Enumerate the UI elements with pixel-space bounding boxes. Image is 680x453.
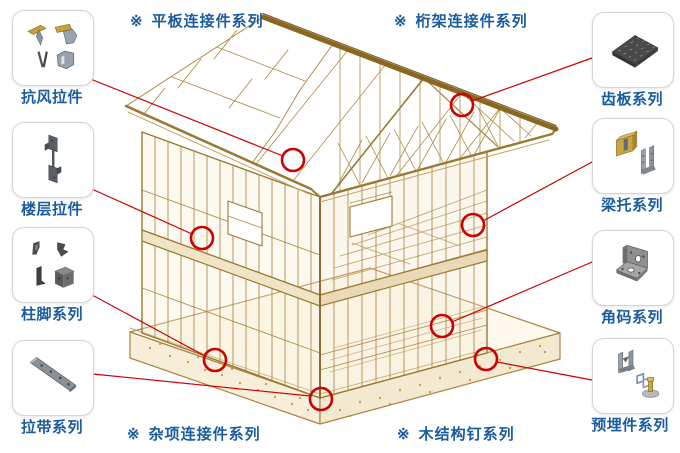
first-floor-joists: [329, 306, 483, 373]
callout-label-joist-hangers: 梁托系列: [600, 197, 663, 214]
strap-icon: [29, 356, 77, 393]
roof-trusses: [219, 34, 539, 194]
left-wall-window: [227, 200, 263, 247]
concrete-speckles: [148, 342, 547, 418]
reference-mark: ※: [127, 426, 141, 443]
series-label-truss-connectors: ※桁架连接件系列: [394, 13, 528, 30]
callout-label-straps: 拉带系列: [20, 419, 83, 436]
hurricane-tie-icon: [27, 23, 78, 70]
callout-label-hurricane-ties: 抗风拉件: [20, 89, 83, 106]
callout-label-post-bases: 柱脚系列: [20, 306, 83, 323]
series-label-misc-connectors: ※杂项连接件系列: [127, 426, 261, 443]
callout-label-nail-plates: 齿板系列: [600, 91, 663, 108]
joist-hanger-icon: [616, 130, 656, 175]
callout-label-floor-ties: 楼层拉件: [20, 201, 83, 218]
callout-box-post-bases[interactable]: [12, 227, 94, 303]
callout-label-angle-brackets: 角码系列: [600, 309, 663, 326]
callout-box-embedded-parts[interactable]: [592, 338, 674, 414]
callout-box-straps[interactable]: [12, 340, 94, 416]
series-label-wood-nails: ※木结构钉系列: [397, 426, 515, 443]
series-label-flat-plate-connectors: ※平板连接件系列: [130, 13, 264, 30]
callout-lines: [92, 57, 593, 397]
floor-tie-icon: [44, 134, 62, 184]
callout-box-floor-ties[interactable]: [12, 122, 94, 198]
reference-mark: ※: [130, 13, 144, 30]
angle-bracket-icon: [615, 244, 649, 282]
embed-anchor-icon: [618, 349, 660, 398]
roof-beams: [124, 13, 559, 203]
reference-mark: ※: [394, 13, 408, 30]
callout-box-hurricane-ties[interactable]: [12, 10, 94, 86]
left-wall: [141, 131, 321, 399]
nail-plate-icon: [611, 35, 659, 68]
callout-circles: [189, 92, 499, 412]
callout-box-joist-hangers[interactable]: [592, 118, 674, 194]
post-base-icon: [32, 241, 75, 288]
callout-label-embedded-parts: 预埋件系列: [591, 417, 669, 434]
right-wall-window: [349, 195, 393, 238]
reference-mark: ※: [397, 426, 411, 443]
callout-box-angle-brackets[interactable]: [592, 230, 674, 306]
callout-box-nail-plates[interactable]: [592, 12, 674, 88]
